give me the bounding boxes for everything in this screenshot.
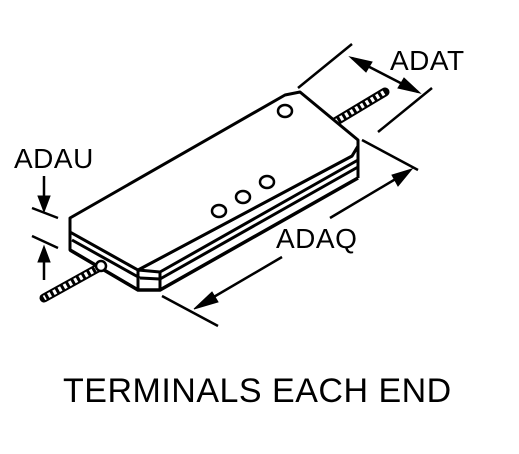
dimension-adaq: [161, 138, 419, 328]
arrow-up-icon: [37, 244, 51, 263]
dimension-adat: [297, 43, 433, 133]
arrow-head-icon: [193, 291, 219, 310]
arrow-head-icon: [348, 56, 373, 73]
terminal-lead-right: [325, 87, 390, 130]
terminal-lead-left: [39, 259, 108, 303]
label-adat: ADAT: [390, 45, 465, 76]
label-adaq: ADAQ: [276, 223, 357, 254]
marking-dot-3: [258, 174, 276, 190]
top-markings: [210, 103, 294, 219]
arrow-down-icon: [37, 195, 51, 214]
caption: TERMINALS EACH END: [63, 372, 452, 410]
layer-seams: [71, 165, 359, 290]
marking-dot-1: [210, 203, 228, 219]
arrow-head-icon: [391, 168, 414, 187]
arrow-head-icon: [397, 77, 422, 94]
label-adau: ADAU: [14, 143, 94, 174]
marking-dot-2: [234, 189, 252, 205]
dimension-adau: [31, 176, 59, 280]
marking-hole-corner: [276, 103, 294, 119]
